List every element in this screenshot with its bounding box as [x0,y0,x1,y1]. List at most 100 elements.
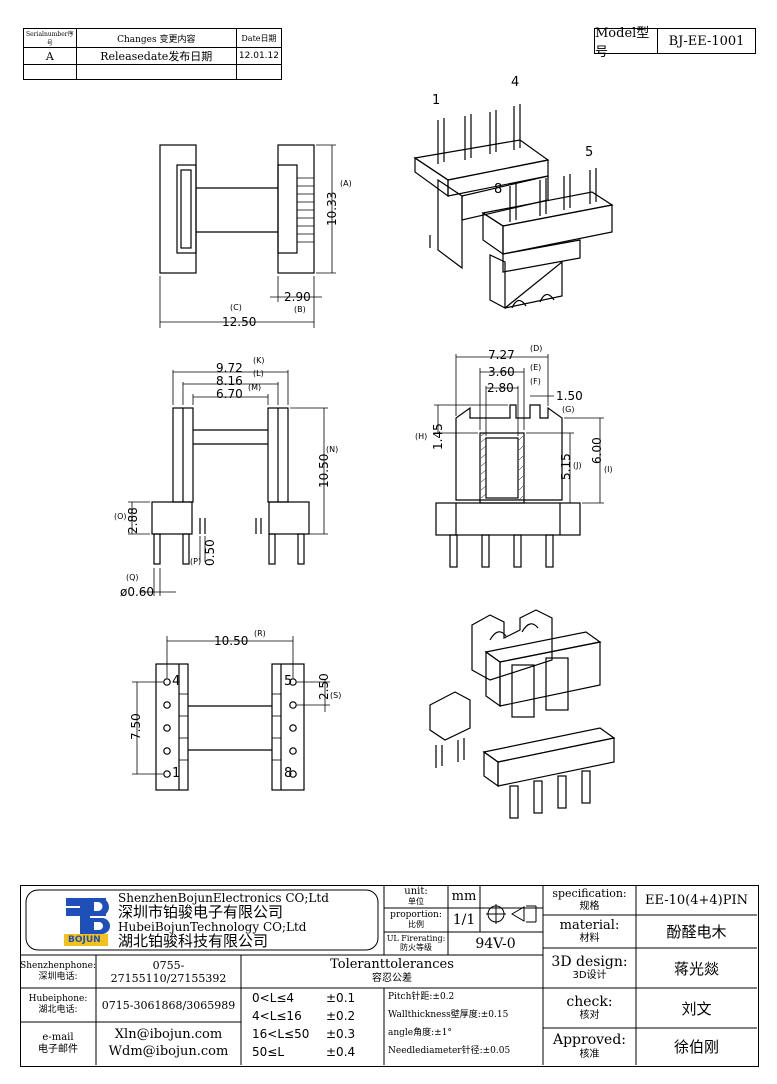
bottom-view [132,636,330,791]
email-2[interactable]: Wdm@ibojun.com [108,1043,229,1059]
sz-phone-label: Shenzhenphone: [20,960,96,971]
bojun-logo [64,898,110,946]
tag-g: (G) [562,405,575,414]
dim-b: 2.90 [284,290,311,304]
email-cell: Xln@ibojun.com Wdm@ibojun.com [96,1022,241,1065]
dim-j: 5.15 [559,453,573,480]
tolerance-title: Toleranttolerances [330,957,454,973]
dim-k: 9.72 [216,361,243,375]
tag-o: (O) [114,512,127,521]
spec-label: specification: [552,887,627,901]
check-label: check: [566,993,613,1010]
tolerance-title-cell: Toleranttolerances 容忍公差 [241,955,543,988]
dim-o: 2.88 [126,507,140,534]
iso-pin-4: 4 [511,75,520,90]
email-label-cell: e-mail 电子邮件 [20,1022,96,1065]
proportion-label: proportion: [390,910,442,921]
dim-e: 3.60 [488,365,515,379]
proportion-label-cn: 比例 [408,919,424,929]
tag-l: (L) [253,369,264,378]
unit-label-cn: 单位 [408,896,424,906]
tag-h: (H) [415,432,428,441]
iso-view-bottom [429,609,616,819]
bottom-pin-8: 8 [284,766,293,781]
tag-q: (Q) [126,573,139,582]
company-en-1: ShenzhenBojunElectronics CO;Ltd [118,891,329,905]
tag-k: (K) [253,356,265,365]
company-cn-2: 湖北铂骏科技有限公司 [118,932,269,950]
check-label-cell: check: 核对 [543,988,636,1028]
unit-label: unit: [404,886,428,898]
tag-c: (C) [230,303,242,312]
dim-r: 10.50 [214,634,249,648]
tag-f: (F) [530,377,541,386]
needle-tol: Needlediameter针径:±0.05 [388,1046,511,1056]
tag-j: (J) [573,461,582,470]
fire-label-cell: UL Firerating: 防火等级 [384,932,448,955]
model-value: BJ-EE-1001 [668,33,745,49]
material-label-cell: material: 材料 [543,915,636,948]
iso-pin-1: 1 [432,93,441,108]
angle-tol: angle角度:±1° [388,1028,452,1038]
approved-label-cn: 核准 [579,1048,600,1060]
unit-label-cell: unit: 单位 [384,885,448,908]
tag-n: (N) [326,445,339,454]
design-label-cn: 3D设计 [572,970,607,982]
email-1[interactable]: Xln@ibojun.com [114,1026,223,1042]
sz-phone-label-cell: Shenzhenphone: 深圳电话: [20,955,96,988]
dim-s: 2.50 [317,673,331,700]
tol-range-2: 16<L≤50 [252,1027,310,1041]
dim-m: 6.70 [216,387,243,401]
hb-phone-value: 0715-3061868/3065989 [101,998,236,1012]
dim-f: 2.80 [487,381,514,395]
tag-e: (E) [530,363,542,372]
tag-i: (I) [604,465,613,474]
tag-m: (M) [248,383,262,392]
design-label: 3D design: [551,953,628,970]
approved-value: 徐伯刚 [673,1038,719,1056]
tag-b: (B) [294,305,306,314]
title-block [20,885,759,1067]
tol-value-1: ±0.2 [326,1009,356,1023]
spec-label-cn: 规格 [579,900,600,912]
tol-value-0: ±0.1 [326,991,356,1005]
approved-label: Approved: [552,1032,627,1049]
pitch-tol: Pitch针距:±0.2 [388,992,455,1002]
dim-p: 0.50 [203,539,217,566]
tol-value-3: ±0.4 [326,1045,356,1059]
check-label-cn: 核对 [579,1010,600,1022]
bottom-pin-5: 5 [284,674,293,689]
bottom-pin-1: 1 [172,766,181,781]
sz-phone-value: 0755-27155110/27155392 [110,958,227,985]
proportion-value: 1/1 [452,912,476,928]
tol-range-3: 50≤L [252,1045,285,1059]
tol-range-0: 0<L≤4 [252,991,295,1005]
material-label: material: [559,917,620,933]
dim-h: 1.45 [431,423,445,450]
tolerance-title-cn: 容忍公差 [372,973,412,985]
logo-text: BOJUN [68,935,101,945]
rev-change: Releasedate发布日期 [75,47,237,65]
tag-r: (R) [254,629,266,638]
iso-pin-5: 5 [585,145,594,160]
dim-d: 7.27 [488,348,515,362]
tag-a: (A) [340,179,352,188]
sz-phone-label-cn: 深圳电话: [38,971,78,982]
material-value: 酚醛电木 [666,923,727,941]
tol-value-2: ±0.3 [326,1027,356,1041]
fire-value: 94V-0 [475,935,516,952]
dim-pitch: 7.50 [129,713,143,740]
wall-tol: Wallthickness壁厚度:±0.15 [388,1010,509,1020]
material-label-cn: 材料 [579,933,600,945]
company-en-2: HubeiBojunTechnology CO;Ltd [118,920,307,934]
iso-pin-8: 8 [494,182,503,197]
approved-label-cell: Approved: 核准 [543,1028,636,1065]
tol-range-1: 4<L≤16 [252,1009,302,1023]
front-view [128,370,328,596]
hb-phone-label-cell: Hubeiphone: 湖北电话: [20,988,96,1022]
dim-i: 6.00 [590,437,604,464]
tag-d: (D) [530,344,543,353]
company-cn-1: 深圳市铂骏电子有限公司 [118,903,284,921]
revision-table: Serialnumber序号 Changes 变更内容 Date日期 A Rel… [23,28,283,80]
design-label-cell: 3D design: 3D设计 [543,948,636,988]
